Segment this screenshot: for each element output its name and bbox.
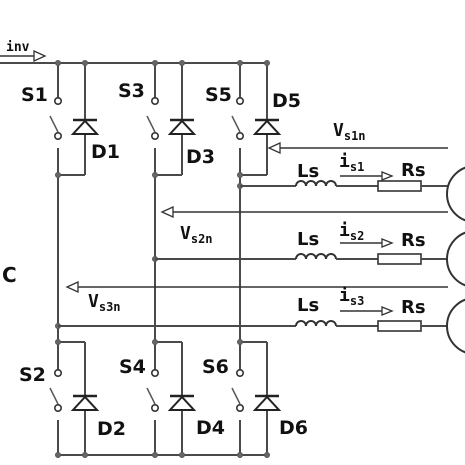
voltage-label-1-sub: s1n xyxy=(344,129,366,143)
voltage-label-3-sub: s3n xyxy=(99,300,121,314)
motor-winding-2 xyxy=(446,231,465,287)
current-label-3-sub: s3 xyxy=(350,294,364,308)
current-label-1: is1 xyxy=(339,151,364,174)
voltage-arrow-1 xyxy=(267,141,448,155)
current-label-1-sub: s1 xyxy=(350,160,364,174)
diode-d3 xyxy=(167,118,197,135)
voltage-arrow-3 xyxy=(65,280,448,294)
switch-s1 xyxy=(49,97,62,141)
inductor-3 xyxy=(295,320,337,327)
voltage-arrow-2 xyxy=(160,205,448,219)
current-label-2-base: i xyxy=(339,220,350,241)
diode-d1 xyxy=(70,118,100,135)
motor-winding-1 xyxy=(446,166,465,222)
diode-d5 xyxy=(252,118,282,135)
junction-dots xyxy=(55,60,270,458)
resistor-label-2: Rs xyxy=(401,230,426,251)
voltage-label-3: Vs3n xyxy=(88,291,121,314)
inductor-label-1: Ls xyxy=(297,161,319,182)
diode-label-d1: D1 xyxy=(91,141,120,163)
current-label-3-base: i xyxy=(339,285,350,306)
voltage-label-2: Vs2n xyxy=(180,223,213,246)
switch-s6 xyxy=(231,368,245,412)
switch-label-s1: S1 xyxy=(21,84,48,106)
resistor-2 xyxy=(377,253,422,265)
diode-label-d6: D6 xyxy=(279,417,308,439)
inductor-label-3: Ls xyxy=(297,295,319,316)
switch-label-s3: S3 xyxy=(118,80,145,102)
diode-d4 xyxy=(167,394,197,411)
iinv-arrow xyxy=(0,49,47,63)
diode-label-d4: D4 xyxy=(196,417,225,439)
motor-winding-3 xyxy=(446,298,465,354)
resistor-1 xyxy=(377,180,422,192)
diode-label-d5: D5 xyxy=(272,90,301,112)
capacitor-label: C xyxy=(2,263,17,287)
switch-s3 xyxy=(146,97,160,141)
phase-3-output xyxy=(58,320,448,332)
switch-label-s4: S4 xyxy=(119,356,146,378)
current-label-2-sub: s2 xyxy=(350,229,364,243)
switch-s2 xyxy=(49,368,62,412)
current-label-1-base: i xyxy=(339,151,350,172)
phase-1-output xyxy=(240,180,448,192)
voltage-label-2-base: V xyxy=(180,223,191,244)
voltage-label-3-base: V xyxy=(88,291,99,312)
resistor-3 xyxy=(377,320,422,332)
switch-label-s2: S2 xyxy=(19,364,46,386)
switch-s5 xyxy=(231,97,245,141)
voltage-label-1: Vs1n xyxy=(333,120,366,143)
current-arrow-2 xyxy=(340,238,394,248)
current-label-3: is3 xyxy=(339,285,364,308)
diode-label-d2: D2 xyxy=(97,418,126,440)
inductor-label-2: Ls xyxy=(297,229,319,250)
voltage-label-2-sub: s2n xyxy=(191,232,213,246)
current-arrow-1 xyxy=(340,171,394,181)
resistor-label-3: Rs xyxy=(401,297,426,318)
diode-label-d3: D3 xyxy=(186,146,215,168)
current-label-2: is2 xyxy=(339,220,364,243)
switch-s4 xyxy=(146,368,160,412)
inductor-2 xyxy=(295,253,337,260)
resistor-label-1: Rs xyxy=(401,160,426,181)
phase-2-output xyxy=(155,253,448,265)
current-arrow-3 xyxy=(340,306,394,316)
switch-label-s5: S5 xyxy=(205,84,232,106)
iinv-label: inv xyxy=(6,40,30,55)
inductor-1 xyxy=(295,180,337,187)
switch-label-s6: S6 xyxy=(202,356,229,378)
diode-d2 xyxy=(70,394,100,411)
diode-d6 xyxy=(252,394,282,411)
voltage-label-1-base: V xyxy=(333,120,344,141)
